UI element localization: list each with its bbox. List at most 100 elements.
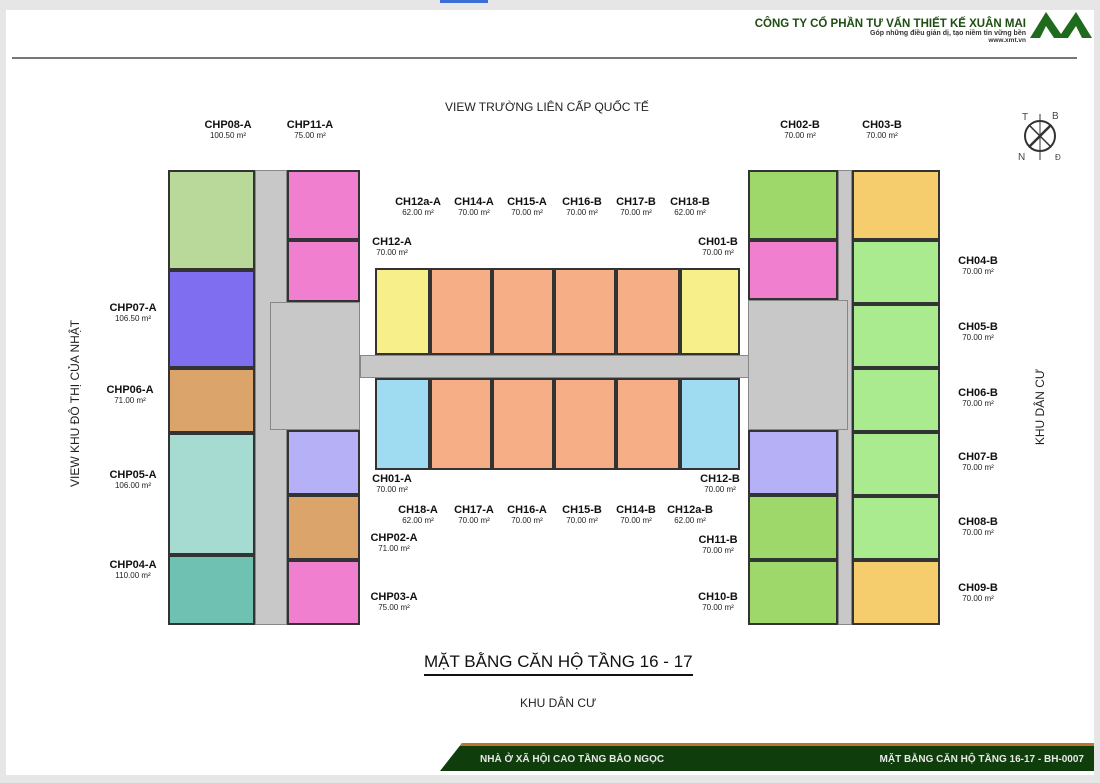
unit-area: 70.00 m² <box>962 398 994 408</box>
unit-area: 75.00 m² <box>378 602 410 612</box>
unit-area: 62.00 m² <box>402 515 434 525</box>
unit-name: CHP05-A <box>109 469 157 481</box>
scroll-indicator <box>440 0 488 3</box>
unit-name: CHP02-A <box>370 532 418 544</box>
unit-name: CHP11-A <box>286 119 334 131</box>
unit-name: CHP08-A <box>204 119 252 131</box>
unit-name: CH02-B <box>780 119 820 131</box>
unit-name: CH15-A <box>507 196 547 208</box>
unit-area: 62.00 m² <box>402 207 434 217</box>
company-website: www.xmt.vn <box>988 37 1026 44</box>
unit-area: 70.00 m² <box>511 515 543 525</box>
unit-area: 70.00 m² <box>376 484 408 494</box>
unit-chp02-a <box>287 495 360 560</box>
unit-ch15-a <box>492 268 554 355</box>
unit-ch16-b <box>554 268 616 355</box>
unit-ch12a-b <box>680 378 740 470</box>
company-slogan: Góp những điều giản dị, tạo niềm tin vữn… <box>870 30 1026 37</box>
unit-name: CHP04-A <box>109 559 157 571</box>
unit-chp03-a <box>287 560 360 625</box>
unit-area: 70.00 m² <box>620 207 652 217</box>
unit-chp11-a <box>287 170 360 240</box>
footer-bar: NHÀ Ở XÃ HỘI CAO TẦNG BẢO NGỌC MẶT BẰNG … <box>440 743 1094 771</box>
unit-ch10-b <box>748 560 838 625</box>
unit-area: 100.50 m² <box>209 130 247 140</box>
unit-area: 70.00 m² <box>376 247 408 257</box>
unit-name: CH18-A <box>398 504 438 516</box>
corridor-center <box>360 355 750 378</box>
unit-area: 70.00 m² <box>702 247 734 257</box>
unit-area: 106.50 m² <box>114 313 152 323</box>
compass-n: N <box>1018 152 1025 163</box>
unit-area: 62.00 m² <box>674 207 706 217</box>
core-left <box>270 302 360 430</box>
unit-ch18-a <box>375 378 430 470</box>
unit-name: CH14-B <box>616 504 656 516</box>
unit-name: CH15-B <box>562 504 602 516</box>
unit-name: CH18-B <box>670 196 710 208</box>
unit-ch09-b <box>852 560 940 625</box>
view-left-label: VIEW KHU ĐÔ THỊ CỦA NHẬT <box>68 319 82 487</box>
unit-name: CH14-A <box>454 196 494 208</box>
compass-b: B <box>1052 111 1059 122</box>
compass-t: T <box>1022 112 1028 123</box>
unit-area: 70.00 m² <box>962 462 994 472</box>
unit-area: 70.00 m² <box>784 130 816 140</box>
view-bottom-label: KHU DÂN CƯ <box>520 696 597 710</box>
unit-name: CH16-B <box>562 196 602 208</box>
unit-ch01-b <box>748 240 838 300</box>
unit-area: 70.00 m² <box>458 207 490 217</box>
unit-area: 70.00 m² <box>702 545 734 555</box>
unit-name: CH01-A <box>372 473 412 485</box>
unit-area: 70.00 m² <box>962 332 994 342</box>
unit-area: 70.00 m² <box>511 207 543 217</box>
unit-name: CH08-B <box>958 516 998 528</box>
header-divider <box>12 57 1077 59</box>
unit-name: CH17-A <box>454 504 494 516</box>
unit-area: 70.00 m² <box>866 130 898 140</box>
unit-ch17-b <box>616 268 680 355</box>
unit-ch02-b <box>748 170 838 240</box>
company-block: CÔNG TY CỔ PHẦN TƯ VẤN THIẾT KẾ XUÂN MAI… <box>755 18 1026 44</box>
unit-name: CH05-B <box>958 321 998 333</box>
footer-project: NHÀ Ở XÃ HỘI CAO TẦNG BẢO NGỌC <box>480 754 665 765</box>
unit-chp05-a <box>168 433 255 555</box>
unit-area: 70.00 m² <box>962 266 994 276</box>
unit-name: CH12a-A <box>395 196 441 208</box>
unit-name: CH12a-B <box>667 504 713 516</box>
unit-name: CH01-B <box>698 236 738 248</box>
unit-name: CH10-B <box>698 591 738 603</box>
compass-icon: T B N Đ <box>1018 111 1061 163</box>
unit-ch11-b <box>748 495 838 560</box>
unit-name: CH09-B <box>958 582 998 594</box>
unit-chp07-a <box>168 270 255 368</box>
unit-ch17-a <box>430 378 492 470</box>
unit-name: CHP03-A <box>370 591 418 603</box>
unit-ch03-b <box>852 170 940 240</box>
unit-ch12-a <box>287 240 360 302</box>
company-logo <box>1030 12 1092 38</box>
view-top-label: VIEW TRƯỜNG LIÊN CẤP QUỐC TẾ <box>445 100 649 114</box>
